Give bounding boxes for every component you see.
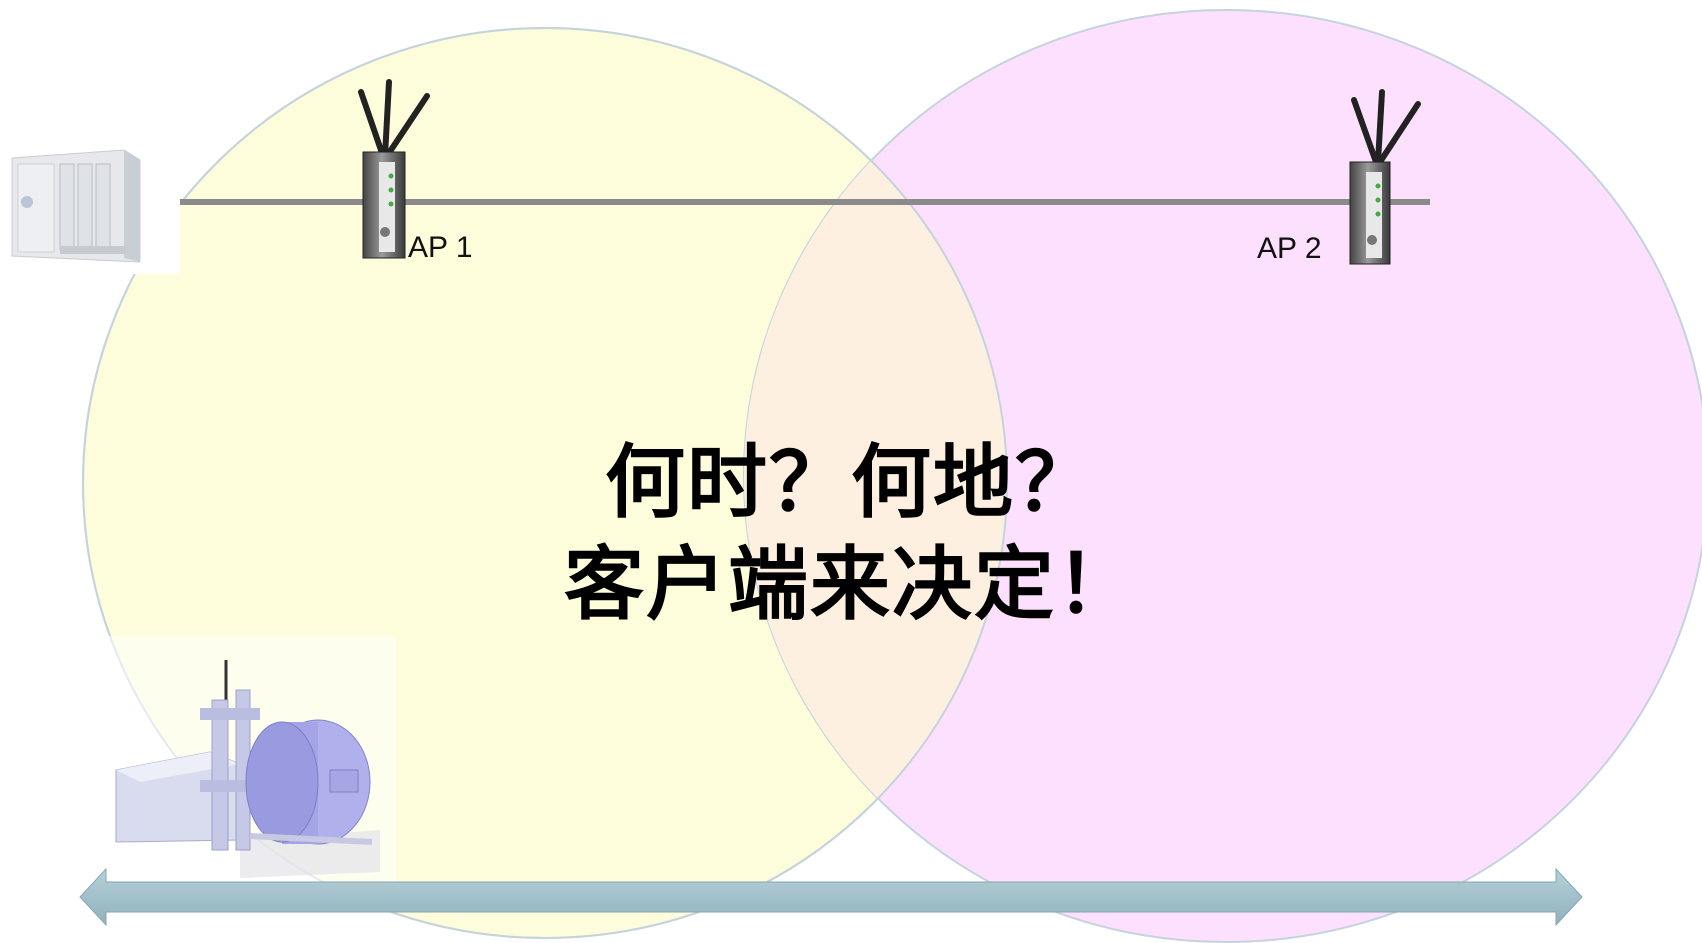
access-point-icon — [1349, 89, 1421, 265]
double-headed-arrow-icon — [79, 867, 1583, 927]
headline-question: 何时？何地？ — [605, 435, 1097, 529]
forklift-vehicle-icon — [96, 636, 396, 886]
access-point-icon — [358, 79, 430, 259]
headline-answer: 客户端来决定！ — [564, 537, 1138, 631]
ap2-label: AP 2 — [1257, 232, 1322, 265]
ap1-label: AP 1 — [408, 231, 473, 264]
plc-controller-icon — [0, 148, 180, 274]
